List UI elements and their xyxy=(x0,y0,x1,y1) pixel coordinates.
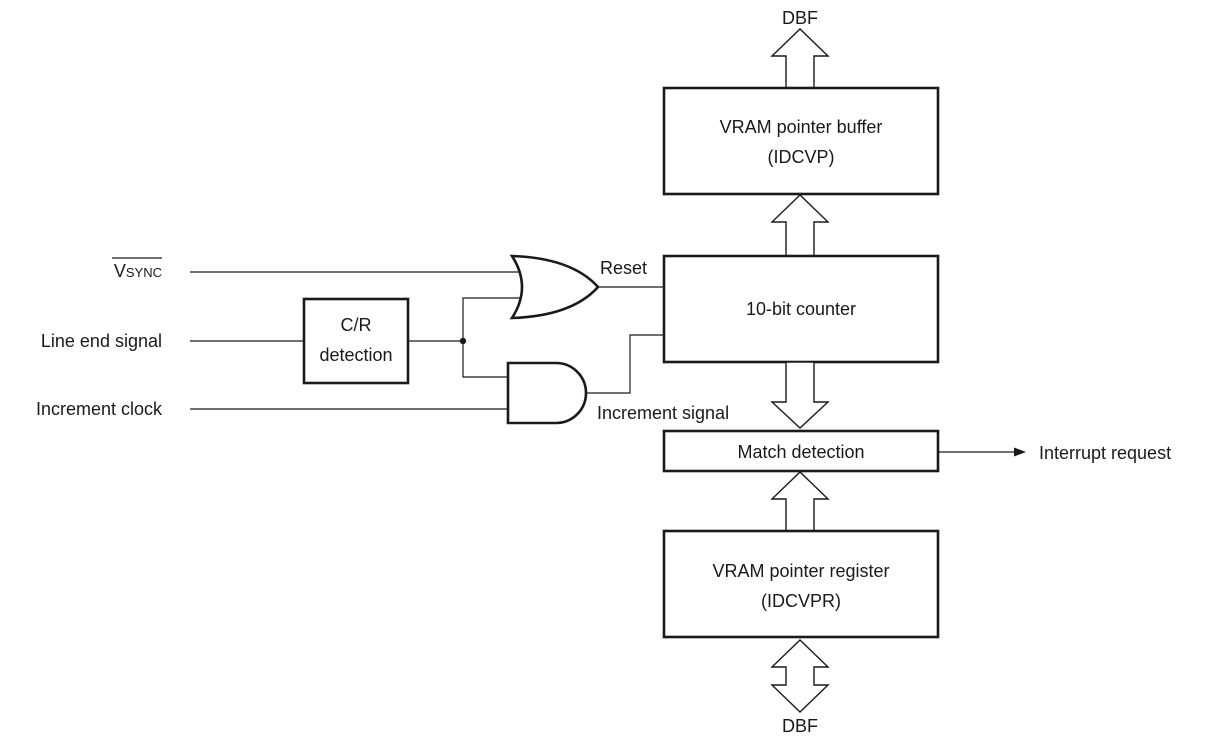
and-gate xyxy=(506,361,588,425)
match-detection-block xyxy=(662,429,940,473)
increment-signal-wire xyxy=(586,334,664,394)
counter-to-match-arrow xyxy=(770,361,830,429)
dbf-top-bus-arrow xyxy=(770,28,830,89)
increment-clock-label: Increment clock xyxy=(36,399,163,419)
register-to-match-arrow xyxy=(770,471,830,532)
vram-pointer-register-block xyxy=(662,529,940,639)
interrupt-request-label: Interrupt request xyxy=(1039,443,1171,463)
match-detection-label: Match detection xyxy=(737,442,864,462)
cr-detection-block xyxy=(302,297,410,385)
vram-pointer-register-label-line2: (IDCVPR) xyxy=(761,591,841,611)
counter-to-buffer-arrow xyxy=(770,194,830,257)
dbf-bottom-label: DBF xyxy=(782,716,818,736)
vsync-label: VSYNC xyxy=(114,261,162,281)
cr-detection-label-line1: C/R xyxy=(341,315,372,335)
or-gate xyxy=(509,254,600,320)
vram-pointer-buffer-label-line2: (IDCVP) xyxy=(768,147,835,167)
vram-pointer-buffer-block xyxy=(662,86,940,196)
cr-to-or-wire xyxy=(462,297,521,341)
vram-pointer-buffer-label-line1: VRAM pointer buffer xyxy=(720,117,883,137)
counter-block xyxy=(662,254,940,364)
dbf-bottom-bus-arrow xyxy=(770,639,830,713)
line-end-signal-label: Line end signal xyxy=(41,331,162,351)
cr-detection-label-line2: detection xyxy=(319,345,392,365)
reset-label: Reset xyxy=(600,258,647,278)
vram-pointer-register-label-line1: VRAM pointer register xyxy=(712,561,889,581)
dbf-top-label: DBF xyxy=(782,8,818,28)
interrupt-arrowhead xyxy=(1014,447,1026,457)
cr-to-and-wire xyxy=(462,341,508,378)
increment-signal-label: Increment signal xyxy=(597,403,729,423)
counter-label: 10-bit counter xyxy=(746,299,856,319)
